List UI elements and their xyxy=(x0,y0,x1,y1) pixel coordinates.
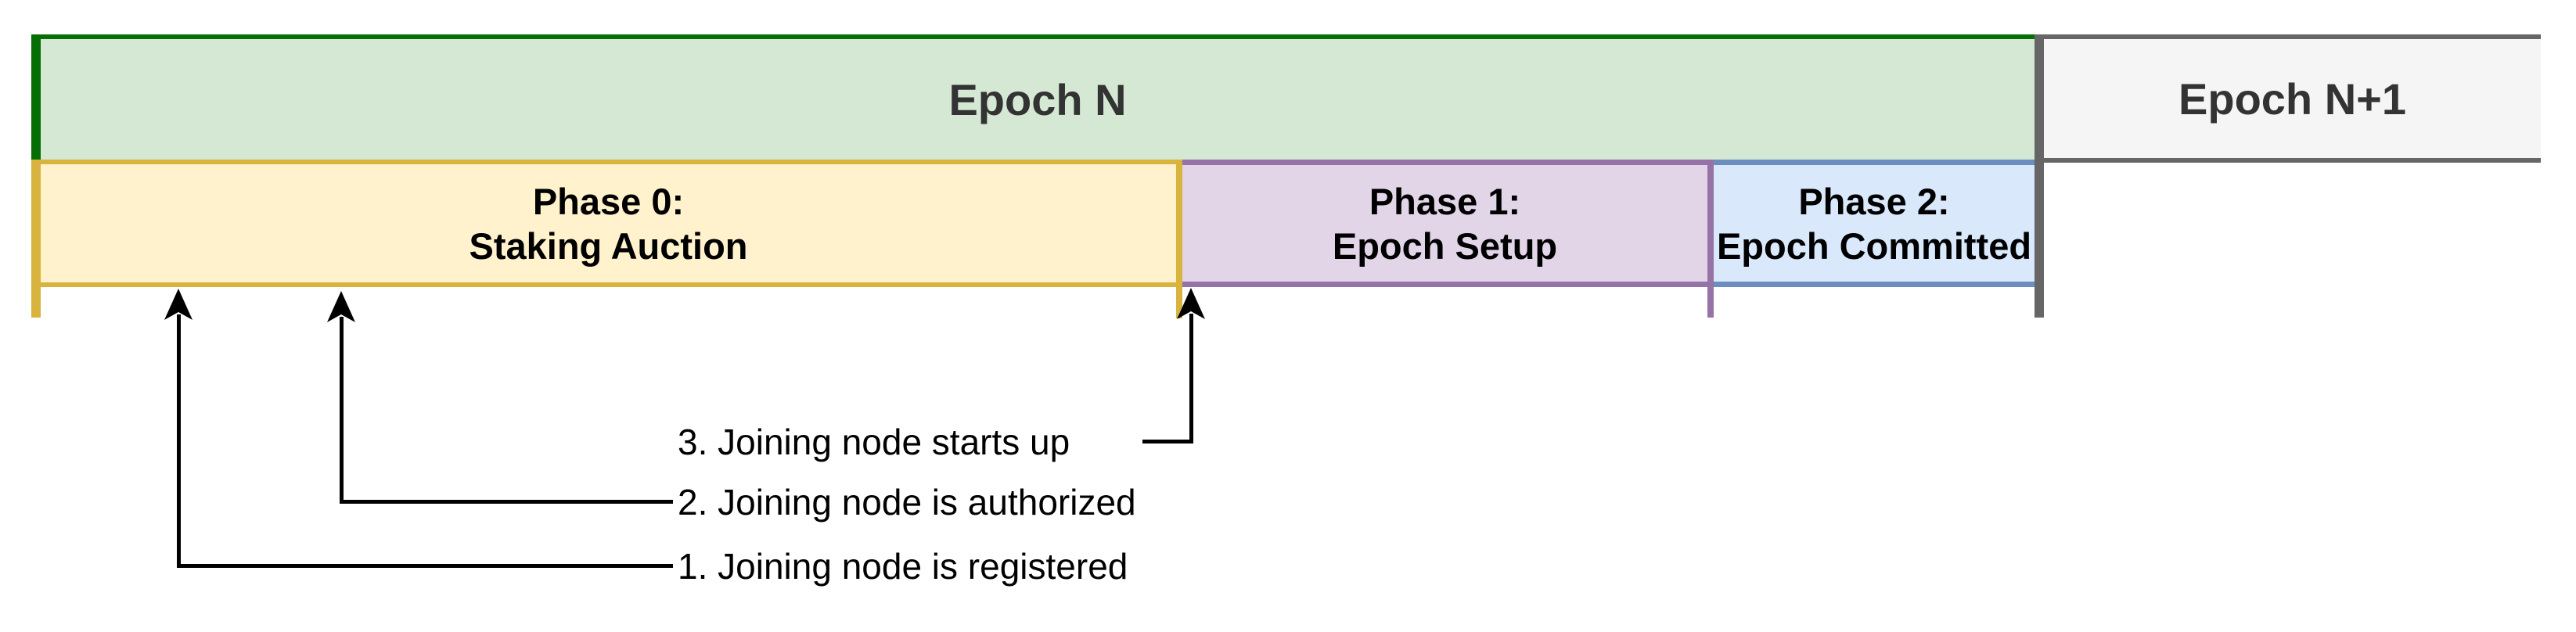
annotation-node-starts-up: 3. Joining node starts up xyxy=(678,422,1070,462)
phase-0-subtitle: Staking Auction xyxy=(469,224,748,267)
phase-1-right-boundary-tick xyxy=(1707,287,1714,318)
phase-0-title: Phase 0: xyxy=(532,180,685,222)
phase-2-epoch-committed-box: Phase 2: Epoch Committed xyxy=(1714,160,2035,287)
phase-1-title: Phase 1: xyxy=(1369,180,1521,222)
connector-1-vertical-line xyxy=(177,314,181,568)
epoch-n-label: Epoch N xyxy=(948,74,1127,124)
phase-0-right-boundary-tick xyxy=(1176,287,1182,318)
phase-1-subtitle: Epoch Setup xyxy=(1332,224,1558,267)
connector-3-vertical-line xyxy=(1189,314,1193,443)
epoch-n-plus-1-bar: Epoch N+1 xyxy=(2044,34,2541,163)
annotation-node-registered: 1. Joining node is registered xyxy=(678,546,1128,587)
connector-2-horizontal-line xyxy=(340,500,673,504)
epoch-n-plus-1-label: Epoch N+1 xyxy=(2178,74,2406,124)
phase-2-subtitle: Epoch Committed xyxy=(1716,224,2032,267)
connector-2-vertical-line xyxy=(340,317,344,504)
up-arrowhead-icon xyxy=(164,289,192,320)
up-arrowhead-icon xyxy=(327,291,355,322)
phase-0-staking-auction-box: Phase 0: Staking Auction xyxy=(31,160,1182,287)
phase-1-epoch-setup-box: Phase 1: Epoch Setup xyxy=(1182,160,1714,287)
epoch-n-bar: Epoch N xyxy=(31,34,2035,160)
phase-0-left-boundary-tick xyxy=(31,287,41,318)
epoch-boundary-divider xyxy=(2035,34,2044,318)
up-arrowhead-icon xyxy=(1177,288,1205,319)
phase-2-title: Phase 2: xyxy=(1798,180,1950,222)
connector-1-horizontal-line xyxy=(177,564,673,568)
connector-3-horizontal-line xyxy=(1142,440,1193,443)
annotation-node-authorized: 2. Joining node is authorized xyxy=(678,482,1136,522)
